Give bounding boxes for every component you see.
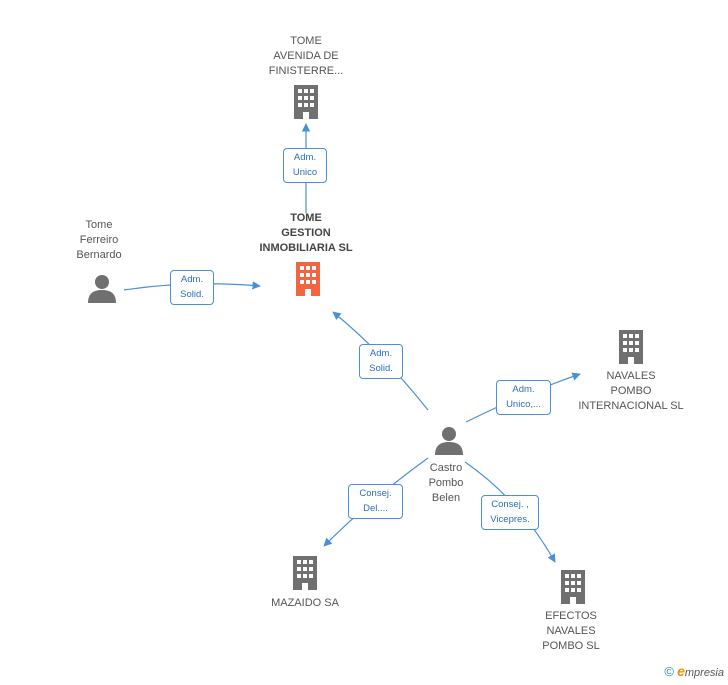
copyright-symbol: © <box>664 664 675 679</box>
edge-label-castro-navales: Adm. Unico,... <box>496 380 551 415</box>
brand-logo-text: mpresia <box>684 667 724 679</box>
person-icon[interactable] <box>434 425 464 455</box>
edge-label-castro-efectos: Consej. , Vicepres. <box>481 495 539 530</box>
node-label-mazaido[interactable]: MAZAIDO SA <box>271 597 339 609</box>
brand-logo-e: e <box>677 663 685 679</box>
node-label-navales-pombo[interactable]: NAVALES POMBO INTERNACIONAL SL <box>578 370 684 412</box>
edge-label-gestion-avenida: Adm. Unico <box>283 148 327 183</box>
edge-label-castro-mazaido: Consej. Del.... <box>348 484 403 519</box>
building-icon-main[interactable] <box>293 262 323 296</box>
edge-label-ferreiro-gestion: Adm. Solid. <box>170 270 214 305</box>
node-label-tome-ferreiro[interactable]: Tome Ferreiro Bernardo <box>76 219 122 261</box>
node-label-tome-avenida[interactable]: TOME AVENIDA DE FINISTERRE... <box>268 35 344 77</box>
copyright-brand: © empresia <box>664 663 724 679</box>
building-icon[interactable] <box>290 556 320 590</box>
node-label-tome-gestion[interactable]: TOME GESTION INMOBILIARIA SL <box>259 212 353 254</box>
building-icon[interactable] <box>291 85 321 119</box>
building-icon[interactable] <box>558 570 588 604</box>
node-label-efectos-navales[interactable]: EFECTOS NAVALES POMBO SL <box>542 610 600 652</box>
building-icon[interactable] <box>616 330 646 364</box>
person-icon[interactable] <box>87 273 117 303</box>
edge-label-castro-gestion: Adm. Solid. <box>359 344 403 379</box>
node-label-castro-pombo[interactable]: Castro Pombo Belen <box>428 462 464 504</box>
